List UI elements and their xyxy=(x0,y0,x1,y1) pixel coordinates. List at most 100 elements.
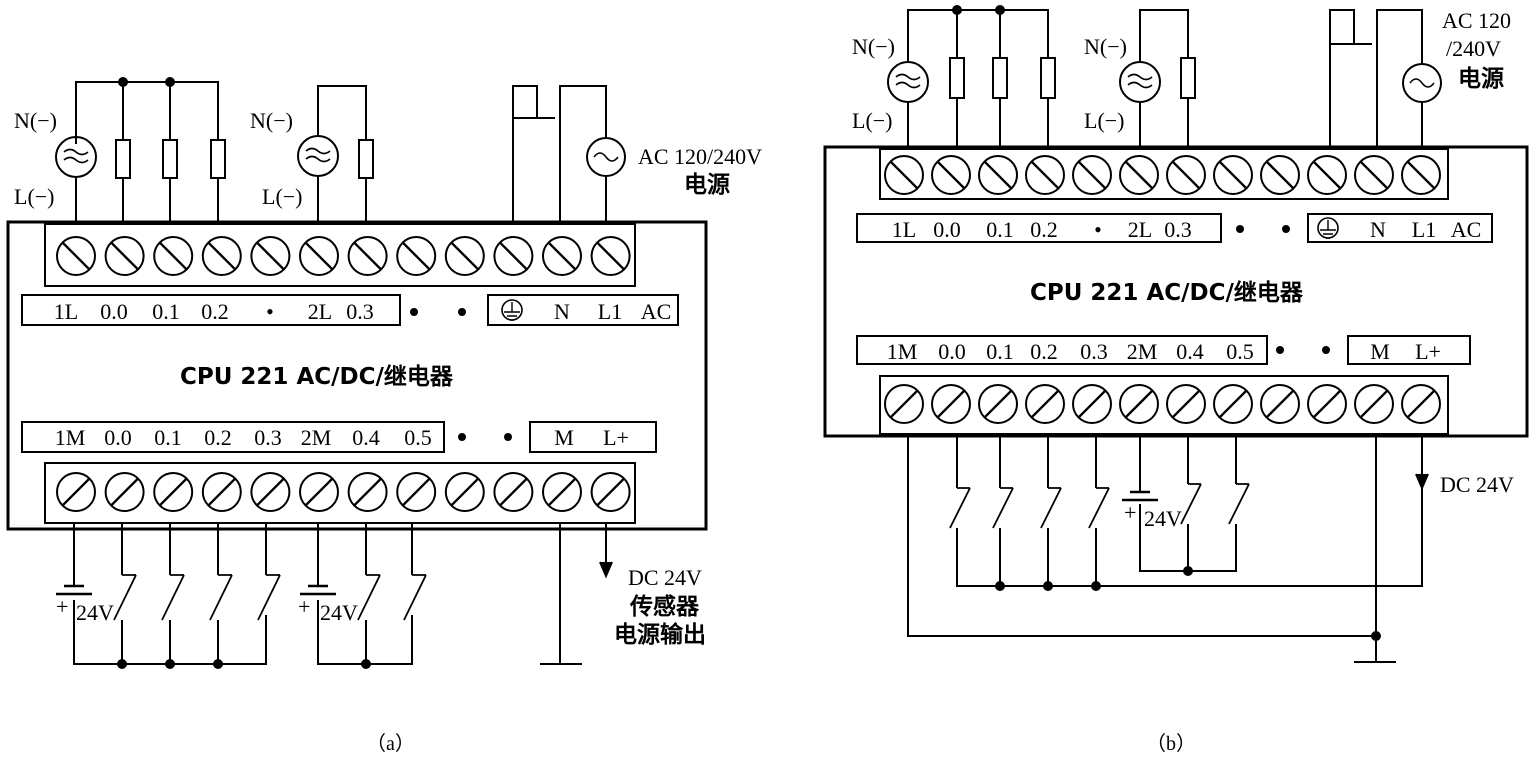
terminal-screw xyxy=(104,236,145,276)
terminal-label: 2M xyxy=(301,425,332,450)
bottom-terminal-screws xyxy=(56,472,631,512)
plc-module-outline xyxy=(823,145,1529,438)
terminal-label: 0.1 xyxy=(986,217,1014,242)
terminal-screw xyxy=(201,472,242,512)
source-l-label-2: L(−) xyxy=(1084,108,1125,133)
l-plus-arrow xyxy=(1415,473,1429,491)
terminal-label: 0.5 xyxy=(404,425,432,450)
terminal-label: 0.1 xyxy=(986,339,1014,364)
terminal-screw xyxy=(931,384,971,424)
terminal-label: 0.1 xyxy=(152,299,180,324)
power-terminal-label: AC xyxy=(641,299,672,324)
power-terminal-label: L+ xyxy=(603,425,629,450)
ac-supply-wiring xyxy=(559,85,607,224)
top-terminal-screws xyxy=(56,236,631,276)
bottom-power-label-box xyxy=(1347,335,1471,365)
terminal-screw xyxy=(56,472,96,512)
diagram-a xyxy=(6,77,708,669)
junction-dot xyxy=(361,659,371,669)
separator-dot xyxy=(1322,346,1330,354)
terminal-label: 0.3 xyxy=(346,299,374,324)
terminal-screw xyxy=(1025,384,1065,424)
terminal-label: 2M xyxy=(1127,339,1158,364)
junction-dot xyxy=(165,77,175,87)
ac-supply-label-1: AC 120 xyxy=(1442,8,1511,33)
terminal-screw xyxy=(1119,384,1159,424)
bottom-input-label-box xyxy=(856,335,1268,365)
input-switch-1 xyxy=(113,574,281,621)
terminal-label: 0.1 xyxy=(154,425,182,450)
battery-plus-1: + xyxy=(56,594,68,619)
terminal-screw xyxy=(153,236,194,276)
terminal-screw xyxy=(1354,155,1394,195)
ac-supply-label-cn: 电源 xyxy=(684,172,730,198)
source-l-label-1: L(−) xyxy=(852,108,893,133)
terminal-screw xyxy=(299,236,339,276)
terminal-label: 1L xyxy=(892,217,916,242)
ac-supply-icon xyxy=(1402,63,1442,103)
terminal-label: 2L xyxy=(308,299,332,324)
battery-label-1: 24V xyxy=(76,600,114,625)
bottom-terminal-strip xyxy=(44,462,636,524)
bottom-input-label-box xyxy=(21,421,445,453)
bottom-terminal-strip xyxy=(879,375,1449,435)
terminal-label: 0.4 xyxy=(1176,339,1204,364)
terminal-screw xyxy=(978,384,1018,424)
ac-supply-wiring xyxy=(1376,9,1423,149)
terminal-label: • xyxy=(1094,217,1102,242)
input-switch-2 xyxy=(357,574,427,621)
input-wiring-1 xyxy=(73,523,267,665)
sensor-output-arrow xyxy=(599,561,613,579)
top-terminal-strip xyxy=(44,223,636,287)
separator-dot xyxy=(410,308,418,316)
terminal-label: 0.2 xyxy=(201,299,229,324)
terminal-label: • xyxy=(266,299,274,324)
input-switches-2 xyxy=(1180,483,1250,525)
ground-wiring xyxy=(1329,9,1372,149)
separator-dot xyxy=(458,433,466,441)
battery-2 xyxy=(300,584,336,596)
terminal-screw xyxy=(493,472,534,512)
load-wiring-2 xyxy=(1139,9,1189,149)
cpu-model-label: CPU 221 AC/DC/继电器 xyxy=(1030,279,1304,306)
sensor-label-1: 传感器 xyxy=(629,593,700,620)
ac-source-icon-1 xyxy=(55,136,97,178)
top-power-label-box xyxy=(487,294,679,326)
terminal-screw xyxy=(1307,155,1347,195)
junction-dot xyxy=(117,659,127,669)
terminal-label: 1M xyxy=(55,425,86,450)
terminal-screw xyxy=(978,155,1018,195)
separator-dot xyxy=(1276,346,1284,354)
terminal-label: 0.0 xyxy=(938,339,966,364)
junction-dot xyxy=(1371,631,1381,641)
ac-supply-icon xyxy=(586,137,626,177)
source-n-label-2: N(−) xyxy=(1084,34,1127,59)
terminal-screw xyxy=(884,155,924,195)
terminal-screw xyxy=(299,472,339,512)
terminal-screw xyxy=(1213,155,1253,195)
battery-plus: + xyxy=(1124,500,1136,525)
l-plus-wiring xyxy=(1000,434,1423,587)
ground-wiring xyxy=(512,85,555,224)
dc-24v-label: DC 24V xyxy=(1440,472,1514,497)
ac-source-wave-1 xyxy=(895,73,921,89)
ac-source-icon-1 xyxy=(887,61,929,103)
ac-supply-label-2: /240V xyxy=(1446,36,1501,61)
bottom-power-label-box xyxy=(529,421,657,453)
terminal-label: 1L xyxy=(54,299,78,324)
diagram-b xyxy=(823,5,1529,663)
ac-supply-wave xyxy=(593,152,619,162)
load-resistor-2 xyxy=(162,139,178,179)
terminal-screw xyxy=(444,236,485,276)
input-wiring xyxy=(907,434,1376,637)
load-resistor-3 xyxy=(210,139,226,179)
ac-source-icon-2 xyxy=(1119,61,1161,103)
ac-source-wave-2 xyxy=(305,147,331,163)
battery xyxy=(1122,490,1158,502)
load-resistor-1 xyxy=(115,139,131,179)
